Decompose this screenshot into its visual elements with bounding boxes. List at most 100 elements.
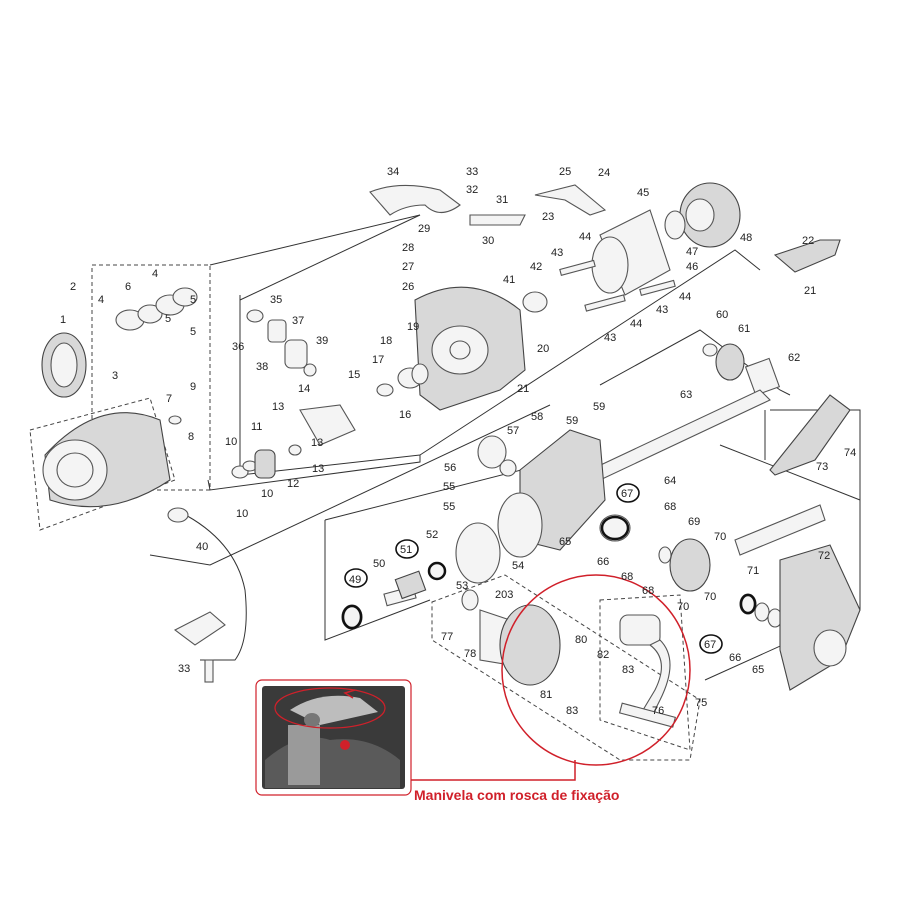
part-label-49: 49 [349,574,361,586]
part-label-21b: 21 [517,383,529,395]
part-label-39: 39 [316,335,328,347]
crank-group-box [431,574,701,761]
part-label-75: 75 [695,697,707,709]
part-label-44c: 44 [630,318,642,330]
part-label-8: 8 [188,431,194,443]
part-label-50: 50 [373,558,385,570]
part-label-43c: 43 [656,304,668,316]
part-label-67a: 67 [621,488,633,500]
part-label-23: 23 [542,211,554,223]
part-label-51: 51 [400,544,412,556]
part-label-59a: 59 [566,415,578,427]
part-label-56: 56 [444,462,456,474]
part-label-45: 45 [637,187,649,199]
part-label-73: 73 [816,461,828,473]
part-label-24: 24 [598,167,610,179]
part-label-59b: 59 [593,401,605,413]
spool-box [29,397,176,531]
part-label-83a: 83 [622,664,634,676]
part-label-81: 81 [540,689,552,701]
part-label-11: 11 [251,421,262,433]
part-label-67b: 67 [704,639,716,651]
part-label-2: 2 [70,281,76,293]
part-label-4b: 4 [98,294,104,306]
part-label-13b: 13 [311,437,323,449]
bail-wire [179,511,247,661]
part-label-32: 32 [466,184,478,196]
part-label-63: 63 [680,389,692,401]
inset-photo [255,679,412,796]
bearing-retainer [299,404,356,446]
part-label-21a: 21 [804,285,816,297]
part-label-72: 72 [818,550,830,562]
part-label-17: 17 [372,354,384,366]
part-label-58: 58 [531,411,543,423]
main-shaft [589,389,771,481]
part-label-22: 22 [802,235,814,247]
part-label-5b: 5 [165,313,171,325]
part-label-35: 35 [270,294,282,306]
part-label-18: 18 [380,335,392,347]
part-label-31: 31 [496,194,508,206]
part-label-80: 80 [575,634,587,646]
part-label-5a: 5 [190,294,196,306]
part-label-68a: 68 [664,501,676,513]
part-label-66a: 66 [597,556,609,568]
part-label-7: 7 [166,393,172,405]
part-label-76: 76 [652,705,664,717]
part-label-61: 61 [738,323,750,335]
reel-foot [734,504,826,556]
part-label-66b: 66 [729,652,741,664]
part-label-20: 20 [537,343,549,355]
part-label-65b: 65 [752,664,764,676]
part-label-33a: 33 [466,166,478,178]
part-label-68b: 68 [621,571,633,583]
part-label-5c: 5 [190,326,196,338]
part-label-55a: 55 [443,481,455,493]
part-label-19: 19 [407,321,419,333]
body-plate [497,492,543,558]
part-label-203: 203 [495,589,513,601]
part-label-78: 78 [464,648,476,660]
bail-arm [369,184,461,216]
part-label-68c: 68 [642,585,654,597]
part-label-26: 26 [402,281,414,293]
part-label-36: 36 [232,341,244,353]
part-label-70a: 70 [714,531,726,543]
part-label-69: 69 [688,516,700,528]
part-label-82: 82 [597,649,609,661]
part-label-10b: 10 [261,488,273,500]
circled-labels [341,483,757,654]
drive-gear [669,538,711,592]
part-label-48: 48 [740,232,752,244]
line-roller [773,239,841,273]
body-cover [769,394,851,476]
part-label-13a: 13 [272,401,284,413]
pinion-gear [254,449,276,479]
part-label-55b: 55 [443,501,455,513]
part-label-12: 12 [287,478,299,490]
part-label-44a: 44 [579,231,591,243]
part-label-43a: 43 [551,247,563,259]
part-label-83b: 83 [566,705,578,717]
part-label-25: 25 [559,166,571,178]
part-label-40: 40 [196,541,208,553]
part-label-57: 57 [507,425,519,437]
worm-shaft [394,570,427,600]
part-label-38: 38 [256,361,268,373]
part-label-64: 64 [664,475,676,487]
part-label-10a: 10 [225,436,237,448]
part-label-60: 60 [716,309,728,321]
part-label-34: 34 [387,166,399,178]
part-label-13c: 13 [312,463,324,475]
part-label-29: 29 [418,223,430,235]
spring [469,214,526,226]
part-label-44b: 44 [679,291,691,303]
part-label-47: 47 [686,246,698,258]
part-label-28: 28 [402,242,414,254]
part-label-33b: 33 [178,663,190,675]
part-label-74: 74 [844,447,856,459]
part-label-4a: 4 [152,268,158,280]
